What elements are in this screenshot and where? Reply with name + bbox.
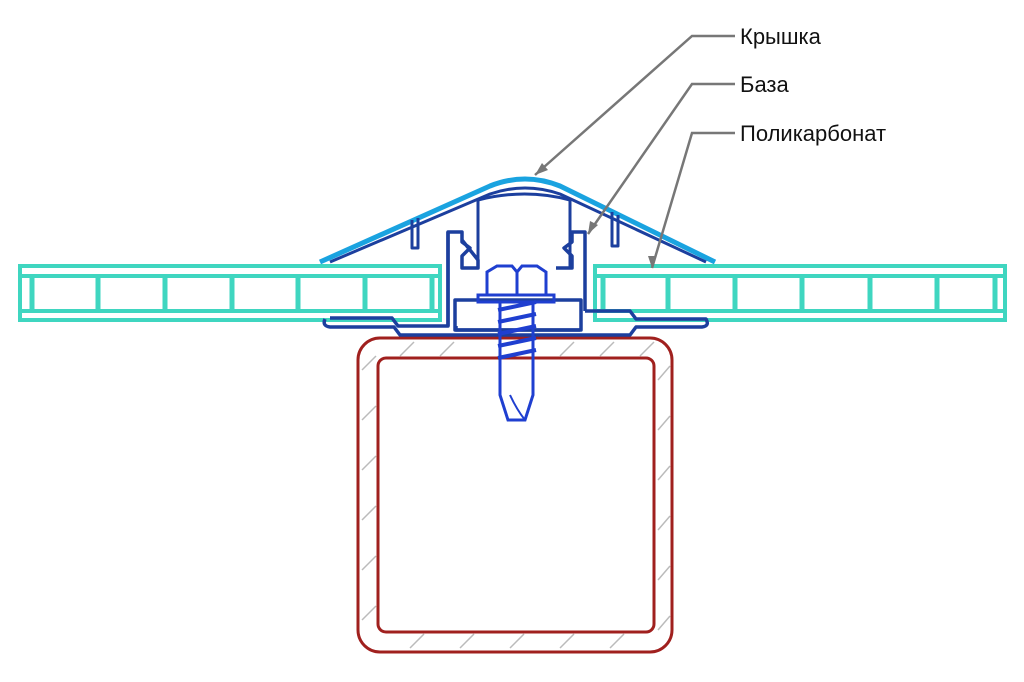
square-tube — [356, 336, 674, 654]
label-base: База — [740, 72, 789, 97]
label-polycarbonate: Поликарбонат — [740, 121, 887, 146]
leader-polycarbonate — [650, 131, 735, 269]
leader-cap — [534, 34, 735, 176]
polycarbonate-left — [18, 264, 442, 322]
screw — [476, 264, 556, 422]
polycarbonate-right — [593, 264, 1007, 322]
cap-profile — [318, 176, 717, 268]
label-cap: Крышка — [740, 24, 821, 49]
leader-base — [586, 82, 735, 235]
leader-lines — [534, 34, 735, 269]
